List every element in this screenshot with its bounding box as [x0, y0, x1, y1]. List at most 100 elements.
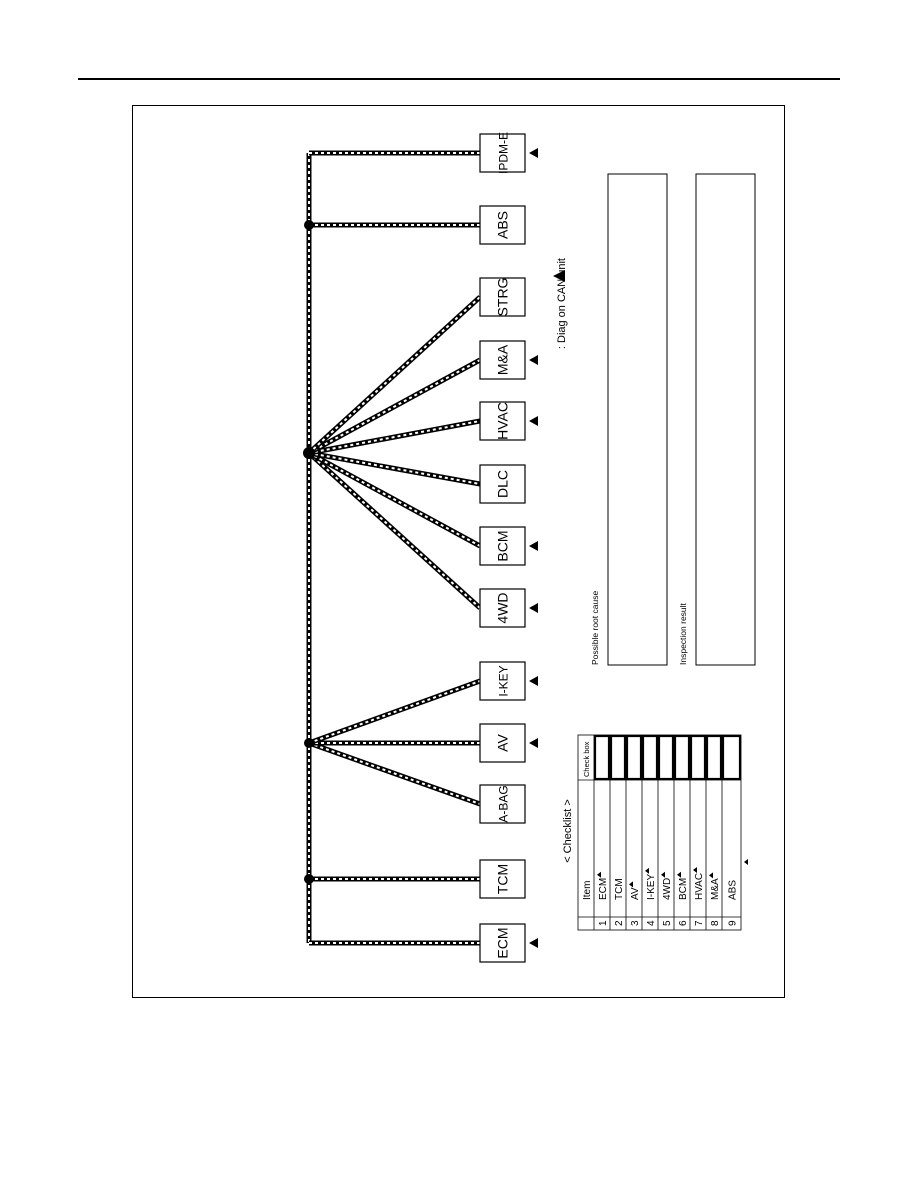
unit-manda: M&A [479, 340, 538, 380]
checklist-row-item: AV [630, 887, 641, 900]
checklist-checkbox[interactable] [657, 734, 675, 781]
header-rule [78, 78, 840, 80]
checklist-row: 4 I-KEY [641, 734, 659, 926]
diag-marker-icon [529, 676, 538, 686]
checklist-row-item: HVAC [694, 873, 705, 900]
checklist-row-item: I-KEY [646, 874, 657, 900]
diag-marker-icon [677, 871, 681, 878]
checklist-row: 2 TCM [609, 734, 627, 926]
diag-marker-icon [744, 859, 748, 865]
checklist-row-number: 3 [630, 920, 641, 926]
checklist-row-item: ECM [598, 878, 609, 900]
unit-label: DLC [495, 470, 511, 498]
checklist-checkbox[interactable] [609, 734, 627, 781]
checklist-checkbox[interactable] [721, 734, 742, 781]
junction-dot [304, 874, 314, 884]
checklist-checkbox-header: Check box [582, 741, 591, 777]
checklist-row-number: 2 [614, 920, 625, 926]
junction-dot [304, 738, 314, 748]
checklist-title: < Checklist > [562, 799, 574, 863]
checklist-row-number: 5 [662, 920, 673, 926]
junction-dot [303, 447, 315, 459]
diag-marker-icon [709, 872, 713, 879]
unit-label: ABS [495, 211, 511, 239]
checklist-row-number: 6 [678, 920, 689, 926]
checklist-row: 7 HVAC [689, 734, 707, 926]
checklist-row-number: 9 [728, 920, 739, 926]
diag-marker-icon [529, 603, 538, 613]
checklist-table: Item Check box 1 ECM 2 TCM 3 AV 4 I-KEY 5 4WD 6 BCM 7 H… [0, 0, 748, 931]
can-units: ECMTCMA-BAGAVI-KEY4WDBCMDLCHVACM&ASTRGAB… [479, 132, 538, 963]
diag-marker-icon [645, 867, 649, 874]
unit-abs: ABS [479, 205, 526, 245]
diag-marker-icon [629, 881, 633, 888]
can-wiring [306, 150, 482, 946]
diag-marker-icon [529, 738, 538, 748]
diag-marker-icon [693, 866, 697, 873]
diag-marker-icon [529, 355, 538, 365]
inspection-box[interactable] [695, 173, 756, 666]
inspection-label: Inspection result [678, 602, 688, 665]
wire-4wd [307, 451, 482, 610]
checklist-checkbox[interactable] [673, 734, 691, 781]
checklist-row-item: BCM [678, 878, 689, 900]
checklist-checkbox[interactable] [625, 734, 643, 781]
junction-dot [304, 220, 314, 230]
checklist-row: 9 ABS [721, 734, 742, 926]
inspection-section: Inspection result [678, 173, 756, 666]
diag-marker-icon [661, 871, 665, 878]
unit-label: IPDM-E [497, 132, 511, 174]
checklist-row: 3 AV [625, 734, 643, 926]
wire-hvac [308, 418, 481, 456]
checklist-row-item: ABS [728, 880, 739, 900]
legend-text: : Diag on CAN unit [556, 258, 568, 349]
unit-bcm: BCM [479, 526, 538, 566]
checklist-checkbox[interactable] [593, 734, 611, 781]
unit-label: M&A [495, 344, 511, 375]
root-cause-label: Possible root cause [590, 591, 600, 665]
checklist-row-item: M&A [710, 878, 721, 900]
checklist-row: 8 M&A [705, 734, 723, 926]
checklist-item-header: Item [582, 881, 593, 900]
checklist-row: 5 4WD [657, 734, 675, 926]
root-cause-box[interactable] [607, 173, 668, 666]
wire-manda [307, 357, 482, 456]
unit-dlc: DLC [479, 464, 526, 504]
legend: : Diag on CAN unit [553, 258, 568, 349]
unit-a-bag: A-BAG [479, 784, 526, 824]
checklist-row-number: 1 [598, 920, 609, 926]
diag-marker-icon [529, 148, 538, 158]
checklist-row-number: 8 [710, 920, 721, 926]
checklist-row-item: 4WD [662, 878, 673, 900]
checklist-checkbox[interactable] [705, 734, 723, 781]
checklist-row: 1 ECM [593, 734, 611, 926]
checklist-row-number: 7 [694, 920, 705, 926]
checklist-checkbox[interactable] [689, 734, 707, 781]
unit-tcm: TCM [479, 859, 526, 899]
wire-dlc [308, 450, 481, 487]
checklist-row: 6 BCM [673, 734, 691, 926]
can-junctions [303, 220, 315, 884]
unit-strg: STRG [479, 277, 526, 317]
wire-a-bag [308, 740, 481, 807]
unit-label: AV [495, 734, 511, 752]
diag-marker-icon [597, 871, 601, 878]
checklist-row-item: IPDM-E [0, 0, 35, 3]
unit-label: A-BAG [497, 785, 511, 822]
unit-label: I-KEY [497, 665, 511, 696]
unit-label: 4WD [495, 592, 511, 623]
checklist-row-number: 4 [646, 920, 657, 926]
checklist-checkbox[interactable] [641, 734, 659, 781]
checklist-row: 10IPDM-E [0, 0, 748, 865]
diagram-frame [132, 105, 785, 998]
unit-label: BCM [495, 530, 511, 561]
wire-i-key [308, 678, 481, 746]
unit-label: HVAC [495, 402, 511, 440]
unit-ipdm-e: IPDM-E [479, 132, 538, 174]
diag-marker-icon [529, 541, 538, 551]
diag-marker-icon [529, 938, 538, 948]
checklist-row-number: 10 [0, 0, 12, 3]
checklist-row-item: TCM [614, 878, 625, 900]
